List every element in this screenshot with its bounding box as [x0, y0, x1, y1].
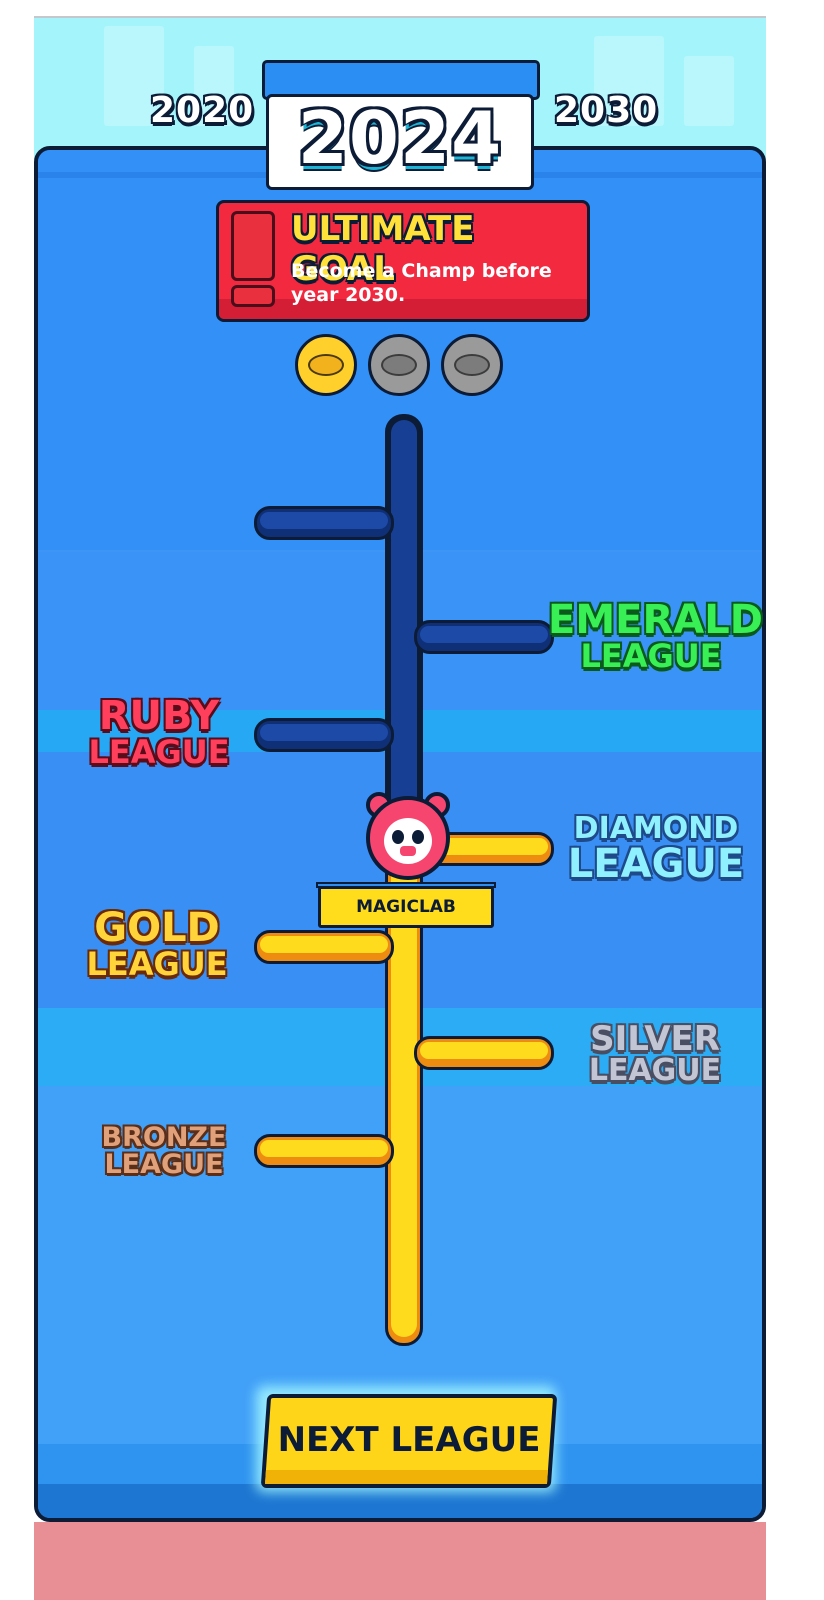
- ultimate-goal-banner: ULTIMATE GOAL Become a Champ before year…: [216, 200, 590, 322]
- league-step-bar: [254, 506, 394, 540]
- next-league-label[interactable]: NEXT LEAGUE: [277, 1420, 541, 1460]
- league-step-bar: [414, 1036, 554, 1070]
- goal-title: ULTIMATE GOAL: [291, 209, 475, 289]
- league-label-diamond: DIAMOND LEAGUE: [567, 811, 745, 887]
- bottom-panel: [34, 1522, 766, 1600]
- medal-locked: [368, 334, 430, 396]
- league-step-bar: [254, 718, 394, 752]
- league-label-bronze: BRONZE LEAGUE: [101, 1122, 227, 1180]
- medal-earned: [295, 334, 357, 396]
- league-step-bar: [254, 1134, 394, 1168]
- league-label-gold: GOLD LEAGUE: [86, 905, 228, 983]
- exclamation-icon: [231, 211, 275, 281]
- panda-face-icon[interactable]: [366, 796, 450, 880]
- league-label-emerald: EMERALD LEAGUE: [548, 597, 763, 675]
- player-name-tag: MAGICLAB: [318, 886, 494, 928]
- player-name-tag-cap: [316, 882, 496, 888]
- league-label-silver: SILVER LEAGUE: [588, 1019, 722, 1088]
- football-icon: [308, 354, 344, 376]
- football-icon: [381, 354, 417, 376]
- start-year-label: 2020: [150, 90, 255, 131]
- medal-locked: [441, 334, 503, 396]
- league-step-bar: [414, 620, 554, 654]
- top-divider: [34, 16, 766, 18]
- football-icon: [454, 354, 490, 376]
- current-year-card: [266, 94, 534, 190]
- goal-description: Become a Champ before year 2030.: [291, 260, 552, 306]
- current-year-label: 2024: [297, 96, 503, 180]
- league-step-bar: [254, 930, 394, 964]
- end-year-label: 2030: [554, 90, 659, 131]
- league-label-ruby: RUBY LEAGUE: [88, 693, 230, 771]
- exclamation-dot-icon: [231, 285, 275, 307]
